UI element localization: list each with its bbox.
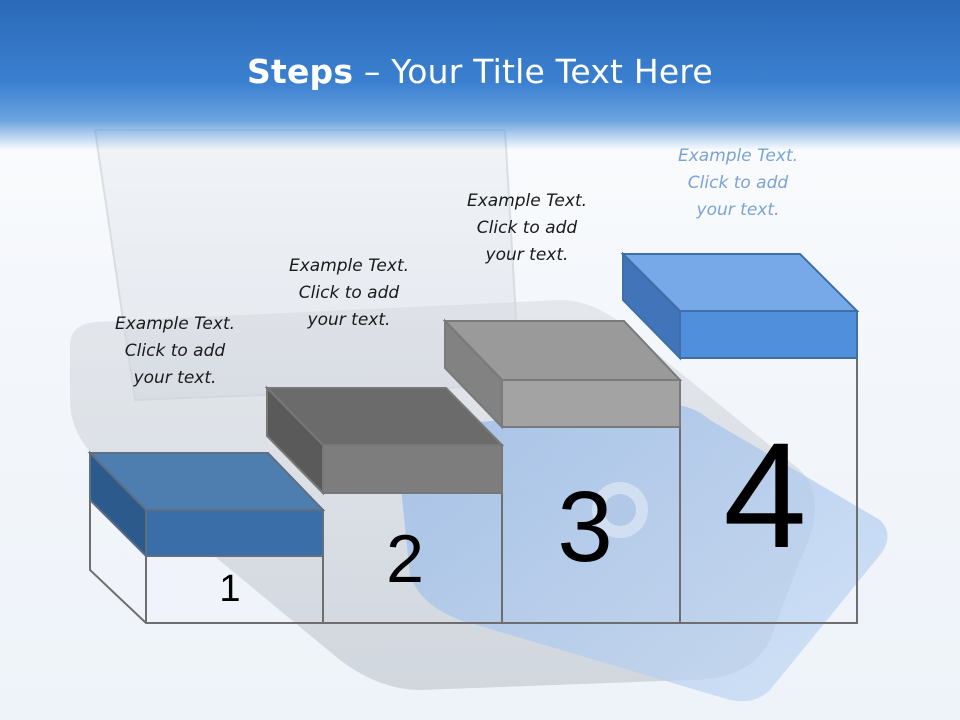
step-3-box[interactable] (442, 318, 683, 430)
step-2-caption[interactable]: Example Text. Click to add your text. (264, 253, 434, 334)
caption-line: Click to add (298, 283, 400, 303)
header-bar (0, 0, 960, 150)
caption-line: Click to add (124, 341, 226, 361)
step-1-caption[interactable]: Example Text. Click to add your text. (90, 311, 260, 392)
step-4-caption[interactable]: Example Text. Click to add your text. (653, 143, 823, 224)
step-2-box[interactable] (264, 385, 505, 496)
step-4-number: 4 (723, 411, 807, 579)
step-3-caption[interactable]: Example Text. Click to add your text. (442, 188, 612, 269)
page-title: Steps – Your Title Text Here (247, 52, 713, 91)
caption-line: your text. (307, 310, 391, 330)
caption-line: Example Text. (466, 191, 588, 211)
caption-line: your text. (485, 245, 569, 265)
caption-line: your text. (696, 200, 780, 220)
step-3-number: 3 (557, 471, 613, 583)
step-4-box[interactable] (620, 251, 860, 361)
caption-line: Example Text. (288, 256, 410, 276)
step-1-box[interactable] (87, 450, 326, 559)
caption-line: Example Text. (114, 314, 236, 334)
caption-line: Click to add (476, 218, 578, 238)
step-1-number: 1 (219, 568, 241, 610)
caption-line: Click to add (687, 173, 789, 193)
step-2-number: 2 (386, 521, 424, 597)
caption-line: Example Text. (677, 146, 799, 166)
caption-line: your text. (133, 368, 217, 388)
